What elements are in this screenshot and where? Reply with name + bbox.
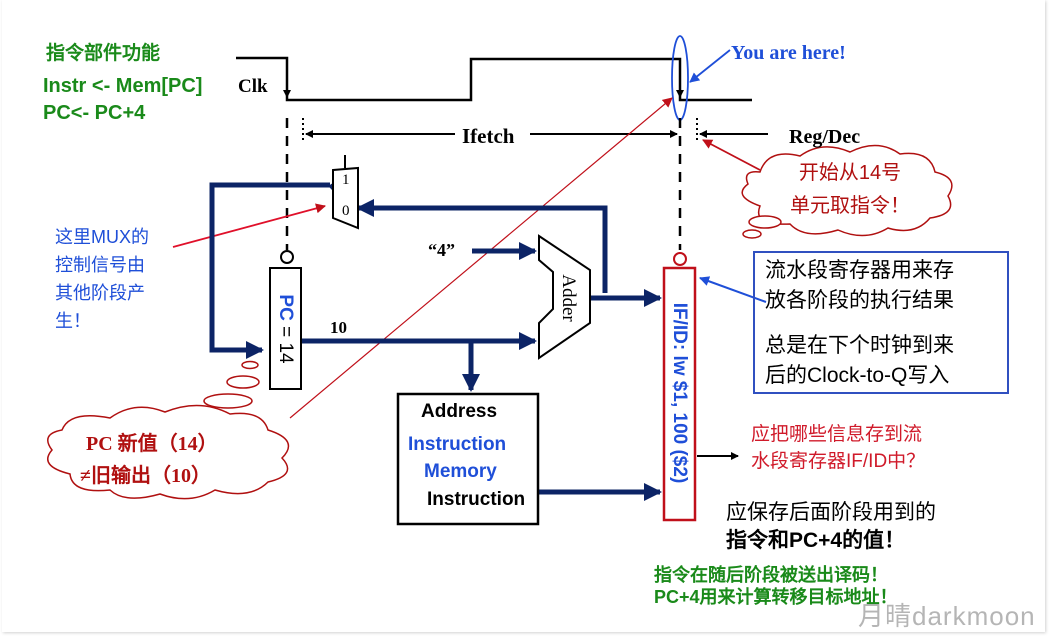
pc-register bbox=[269, 267, 302, 390]
pc-note-line2: ≠旧输出（10） bbox=[80, 465, 211, 487]
header-line-pc: PC<- PC+4 bbox=[43, 102, 146, 124]
ifid-clock-input bbox=[673, 252, 687, 266]
pipeline-register-note bbox=[753, 251, 1009, 394]
start-fetch-line1: 开始从14号 bbox=[798, 162, 902, 184]
mux-note-line1: 这里MUX的 bbox=[55, 227, 149, 247]
you-are-here-label: You are here! bbox=[731, 42, 846, 64]
answer-line1: 应保存后面阶段用到的 bbox=[726, 501, 936, 524]
answer-line2: 指令和PC+4的值！ bbox=[726, 529, 906, 552]
clock-waveform bbox=[236, 56, 752, 102]
datapath-wires bbox=[209, 182, 662, 501]
pc-value: = 14 bbox=[275, 320, 296, 364]
pc-register-label: PC = 14 bbox=[274, 284, 296, 374]
pc-output-value: 10 bbox=[330, 318, 347, 337]
ifid-register bbox=[662, 266, 697, 522]
imem-title-line1: Instruction bbox=[408, 434, 507, 455]
green-note-line1: 指令在随后阶段被送出译码！ bbox=[654, 565, 888, 585]
mux-note-line2: 控制信号由 bbox=[55, 255, 145, 275]
callout-cloud-start-fetch bbox=[741, 144, 953, 239]
question-line2: 水段寄存器IF/ID中？ bbox=[751, 451, 926, 472]
pc-mux bbox=[332, 155, 359, 230]
fetch-note-pointer bbox=[702, 139, 761, 171]
pipeline-note-line4: 后的Clock-to-Q写入 bbox=[765, 364, 950, 387]
mux-input-1-label: 1 bbox=[342, 172, 350, 188]
mux-note-line4: 生！ bbox=[55, 311, 91, 331]
header-title: 指令部件功能 bbox=[46, 43, 161, 64]
mux-note-pointer bbox=[172, 203, 326, 248]
mux-input-0-label: 0 bbox=[342, 203, 350, 219]
watermark: 月晴darkmoon bbox=[858, 601, 1036, 631]
pipeline-note-line3: 总是在下个时钟到来 bbox=[765, 334, 954, 357]
ifetch-label: Ifetch bbox=[462, 124, 515, 148]
adder-shape bbox=[538, 234, 591, 360]
instruction-memory bbox=[396, 392, 540, 526]
you-are-here-arrow bbox=[689, 49, 731, 83]
imem-title-line2: Memory bbox=[424, 461, 497, 482]
imem-address-label: Address bbox=[421, 401, 498, 422]
ifetch-span bbox=[302, 118, 768, 142]
const-four-label: “4” bbox=[428, 240, 455, 260]
header-line-instr: Instr <- Mem[PC] bbox=[43, 75, 203, 97]
green-note-line2: PC+4用来计算转移目标地址！ bbox=[654, 587, 898, 607]
pipeline-reg-note-pointer bbox=[699, 276, 767, 303]
pc-clock-input bbox=[280, 250, 294, 264]
pc-note-pointer bbox=[289, 97, 673, 419]
pipeline-note-line1: 流水段寄存器用来存 bbox=[765, 259, 954, 282]
question-line1: 应把哪些信息存到流 bbox=[751, 424, 923, 445]
pc-note-line1: PC 新值（14） bbox=[86, 433, 218, 455]
start-fetch-line2: 单元取指令！ bbox=[790, 195, 910, 217]
clk-label: Clk bbox=[238, 76, 268, 97]
imem-output-label: Instruction bbox=[427, 489, 526, 510]
adder-label: Adder bbox=[558, 274, 579, 322]
slide-frame bbox=[2, 0, 1045, 632]
callout-cloud-pc-note bbox=[47, 360, 290, 500]
regdec-label: Reg/Dec bbox=[789, 126, 861, 148]
mux-note-line3: 其他阶段产 bbox=[55, 283, 145, 303]
pipeline-note-line2: 放各阶段的执行结果 bbox=[765, 289, 954, 312]
ifid-register-label: IF/ID: lw $1, 100 ($2) bbox=[669, 302, 690, 484]
pc-label: PC bbox=[275, 294, 296, 321]
